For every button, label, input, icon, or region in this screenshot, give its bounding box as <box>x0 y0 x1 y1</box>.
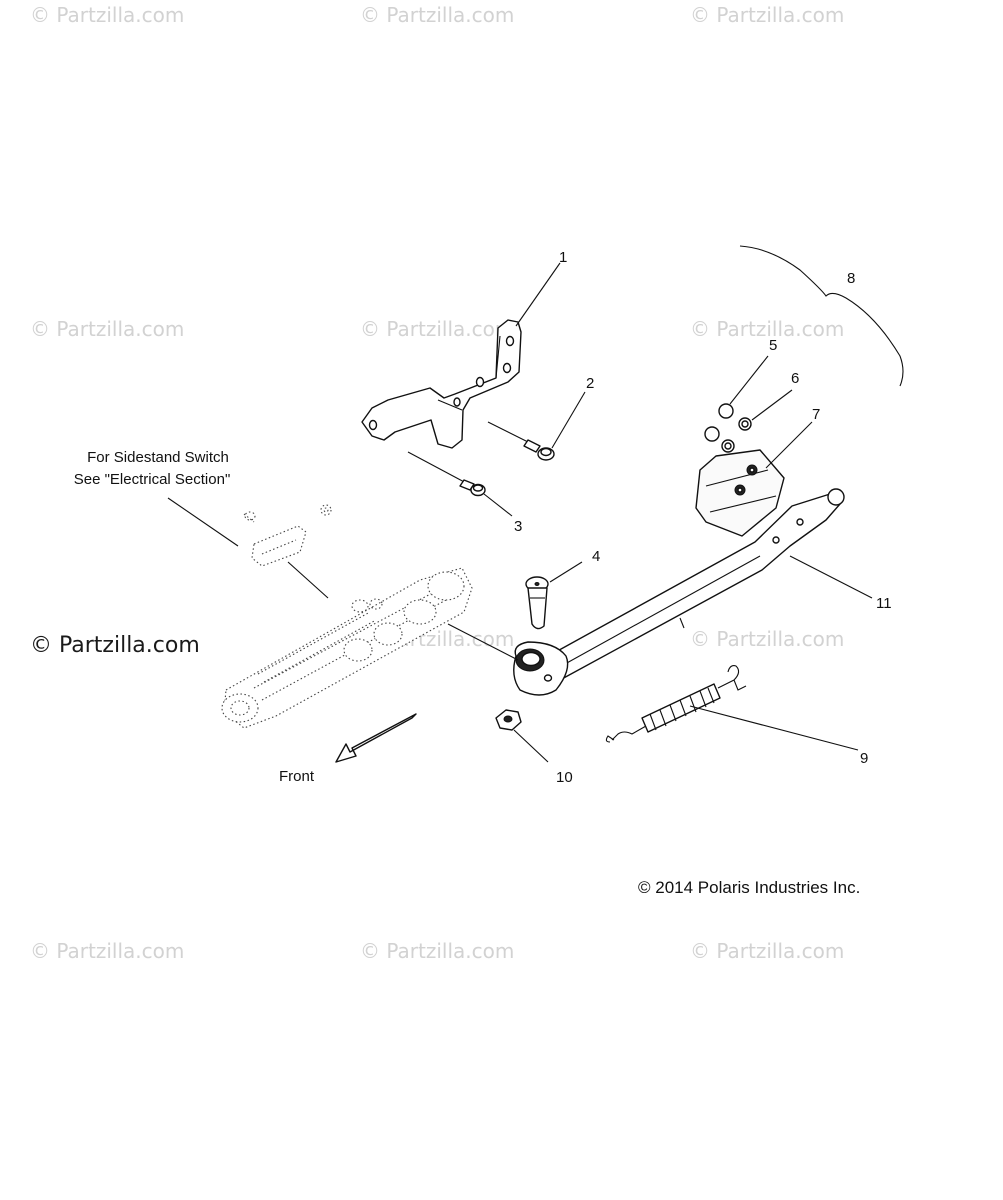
foot-pad <box>695 449 785 537</box>
callout-7: 7 <box>812 406 820 423</box>
flange-bolt-lower <box>407 451 486 497</box>
frame-reference <box>221 567 473 729</box>
callout-11: 11 <box>876 595 892 612</box>
note-line-1: For Sidestand Switch <box>87 449 229 466</box>
callout-numbers: 1 2 3 4 5 6 7 8 9 10 11 <box>514 249 892 786</box>
callout-5: 5 <box>769 337 777 354</box>
watermark-layer: © Partzilla.com © Partzilla.com © Partzi… <box>30 3 844 963</box>
sidestand-leg <box>513 488 845 696</box>
callout-9: 9 <box>860 750 868 767</box>
watermark: © Partzilla.com <box>690 939 844 963</box>
sidestand-switch-note: For Sidestand Switch See "Electrical Sec… <box>74 449 231 488</box>
front-direction-arrow <box>335 713 417 763</box>
pivot-bolt <box>525 576 549 630</box>
watermark: © Partzilla.com <box>360 3 514 27</box>
callout-6: 6 <box>791 370 799 387</box>
watermark: © Partzilla.com <box>30 317 184 341</box>
watermark: © Partzilla.com <box>30 939 184 963</box>
sidestand-switch-reference <box>243 504 332 567</box>
watermark: © Partzilla.com <box>360 939 514 963</box>
callout-4: 4 <box>592 548 600 565</box>
watermark: © Partzilla.com <box>360 317 514 341</box>
hex-nut <box>495 709 522 731</box>
watermark: © Partzilla.com <box>690 3 844 27</box>
note-line-2: See "Electrical Section" <box>74 471 231 488</box>
copyright-text: © 2014 Polaris Industries Inc. <box>638 878 860 897</box>
callout-8: 8 <box>847 270 855 287</box>
flange-bolt-upper <box>487 421 555 461</box>
watermark: © Partzilla.com <box>30 3 184 27</box>
front-label: Front <box>279 768 315 785</box>
return-spring <box>605 665 747 743</box>
watermark-emphasized: © Partzilla.com <box>30 633 200 658</box>
callout-10: 10 <box>556 769 573 786</box>
mounting-bracket <box>361 319 522 449</box>
callout-1: 1 <box>559 249 567 266</box>
watermark: © Partzilla.com <box>690 317 844 341</box>
watermark: © Partzilla.com <box>690 627 844 651</box>
leader-lines <box>167 245 904 763</box>
callout-2: 2 <box>586 375 594 392</box>
callout-3: 3 <box>514 518 522 535</box>
kit-ball-washers <box>704 403 752 453</box>
